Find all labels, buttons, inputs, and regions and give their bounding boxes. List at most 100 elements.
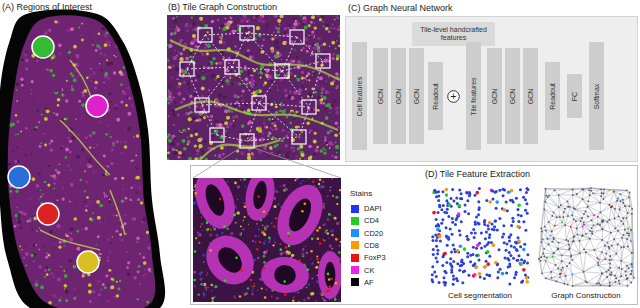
circle-shape [286, 155, 289, 158]
circle-shape [252, 91, 256, 95]
circle-shape [104, 195, 108, 199]
circle-shape [199, 148, 200, 149]
circle-shape [317, 37, 321, 41]
circle-shape [218, 155, 222, 159]
circle-shape [80, 117, 82, 119]
circle-shape [105, 173, 107, 175]
circle-shape [38, 249, 40, 251]
circle-shape [55, 94, 56, 95]
circle-shape [212, 57, 216, 61]
circle-shape [311, 15, 315, 19]
circle-shape [92, 212, 94, 214]
circle-shape [62, 198, 65, 201]
circle-shape [81, 94, 84, 97]
circle-shape [88, 290, 92, 294]
tissue-ground [0, 9, 165, 308]
circle-shape [313, 36, 315, 38]
circle-shape [257, 257, 259, 259]
circle-shape [248, 224, 249, 225]
circle-shape [112, 236, 113, 237]
circle-shape [182, 139, 186, 143]
circle-shape [55, 54, 56, 55]
circle-shape [31, 254, 34, 257]
circle-shape [141, 220, 144, 223]
circle-shape [139, 283, 141, 285]
circle-shape [214, 78, 217, 81]
circle-shape [50, 175, 52, 177]
circle-shape [122, 91, 123, 92]
circle-shape [338, 126, 339, 127]
circle-shape [132, 217, 136, 221]
circle-shape [188, 140, 190, 142]
circle-shape [203, 292, 205, 294]
circle-shape [92, 170, 94, 172]
circle-shape [311, 30, 314, 33]
circle-shape [187, 128, 189, 130]
circle-shape [31, 229, 33, 231]
circle-shape [330, 130, 332, 132]
circle-shape [226, 228, 228, 230]
circle-shape [201, 150, 205, 154]
circle-shape [126, 266, 128, 268]
circle-shape [335, 85, 339, 89]
circle-shape [55, 113, 58, 116]
circle-shape [64, 118, 66, 120]
circle-shape [110, 136, 112, 138]
circle-shape [229, 16, 232, 19]
tile-square [198, 28, 212, 42]
circle-shape [267, 134, 270, 137]
circle-shape [60, 89, 62, 91]
circle-shape [262, 38, 265, 41]
circle-shape [287, 131, 290, 134]
circle-shape [113, 214, 115, 216]
circle-shape [173, 32, 176, 35]
circle-shape [273, 31, 275, 33]
circle-shape [316, 15, 320, 18]
tile-link [205, 35, 232, 67]
circle-shape [142, 256, 145, 259]
circle-shape [188, 52, 192, 56]
circle-shape [46, 266, 48, 268]
circle-shape [184, 24, 188, 28]
circle-shape [97, 216, 101, 220]
circle-shape [182, 77, 184, 79]
circle-shape [322, 147, 324, 149]
circle-shape [306, 121, 310, 125]
circle-shape [329, 246, 331, 248]
circle-shape [242, 292, 243, 293]
circle-shape [253, 80, 255, 82]
circle-shape [274, 40, 278, 44]
circle-shape [182, 31, 184, 33]
circle-shape [295, 126, 298, 129]
circle-shape [201, 271, 203, 273]
circle-shape [212, 28, 215, 31]
circle-shape [248, 120, 252, 124]
circle-shape [108, 41, 110, 43]
circle-shape [214, 285, 217, 288]
circle-shape [257, 290, 258, 291]
circle-shape [231, 29, 235, 33]
circle-shape [175, 136, 176, 137]
circle-shape [306, 269, 309, 272]
circle-shape [328, 30, 331, 33]
circle-shape [319, 76, 323, 80]
circle-shape [216, 75, 219, 78]
circle-shape [284, 88, 288, 92]
circle-shape [200, 114, 202, 116]
circle-shape [266, 69, 270, 73]
circle-shape [338, 45, 340, 47]
circle-shape [297, 60, 301, 64]
circle-shape [282, 129, 285, 132]
circle-shape [197, 153, 199, 155]
tile-square [240, 134, 254, 148]
circle-shape [108, 44, 111, 47]
circle-shape [319, 179, 322, 182]
circle-shape [335, 238, 338, 241]
circle-shape [296, 26, 297, 27]
circle-shape [299, 158, 301, 160]
circle-shape [63, 279, 64, 280]
circle-shape [302, 180, 304, 182]
circle-shape [81, 23, 83, 25]
circle-shape [210, 249, 212, 251]
circle-shape [40, 285, 44, 289]
